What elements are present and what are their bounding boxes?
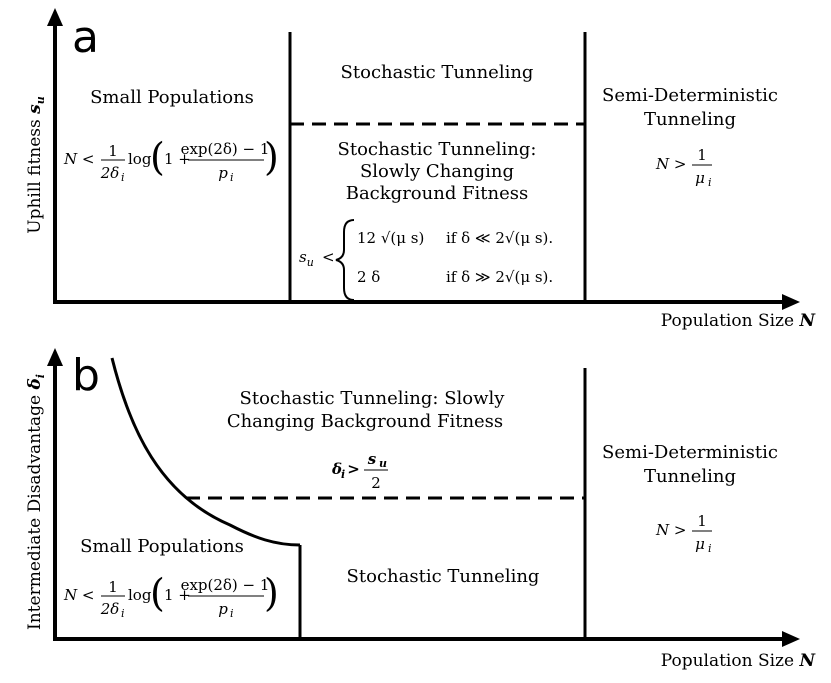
svg-text:exp(2δ) − 1: exp(2δ) − 1 [181, 140, 270, 158]
svg-text:(: ( [150, 135, 165, 179]
svg-text:2δ: 2δ [100, 164, 120, 182]
svg-text:i: i [230, 171, 234, 184]
panel-a-letter: a [72, 12, 99, 63]
panel-a: a Population Size N Uphill fitness su Sm… [25, 8, 816, 331]
svg-text:μ: μ [695, 169, 705, 187]
panel-b-y-label: Intermediate Disadvantage δi [25, 374, 47, 630]
panel-b: b Population Size N Intermediate Disadva… [25, 348, 816, 671]
case2-value: 2 δ [357, 268, 380, 286]
svg-text:s: s [368, 450, 377, 468]
svg-text:1: 1 [697, 512, 707, 530]
panel-a-slow-line1: Stochastic Tunneling: [338, 139, 537, 160]
svg-text:p: p [218, 164, 228, 182]
svg-text:2δ: 2δ [100, 600, 120, 618]
case1-value: 12 √(μ s) [357, 229, 424, 247]
panel-b-letter: b [72, 350, 100, 401]
svg-text:2: 2 [371, 474, 381, 492]
panel-a-x-arrow-icon [782, 294, 800, 310]
panel-a-cases-formula: su < 12 √(μ s) if δ ≪ 2√(μ s). 2 δ if δ … [299, 219, 553, 301]
panel-a-semi-formula: N > 1 μ i [655, 146, 712, 189]
panel-b-slow-line2: Changing Background Fitness [227, 411, 503, 432]
panel-b-x-label: Population Size N [661, 651, 817, 671]
panel-a-slow-line2: Slowly Changing [360, 161, 514, 182]
panel-a-x-label: Population Size N [661, 311, 817, 331]
panel-b-semi-formula: N > 1 μ i [655, 512, 712, 555]
svg-text:): ) [264, 571, 279, 615]
panel-a-brace-icon [335, 219, 355, 301]
panel-a-y-label: Uphill fitness su [25, 96, 47, 234]
svg-text:μ: μ [695, 535, 705, 553]
case1-condition: if δ ≪ 2√(μ s). [446, 229, 553, 247]
panel-b-slow-line1: Stochastic Tunneling: Slowly [240, 388, 506, 409]
svg-text:(: ( [150, 571, 165, 615]
panel-b-stochastic-tunneling-label: Stochastic Tunneling [347, 566, 540, 587]
svg-text:N <: N < [63, 150, 94, 168]
svg-text:δ >: δ > [331, 460, 360, 478]
svg-text:N <: N < [63, 586, 94, 604]
svg-text:N >: N > [655, 155, 686, 173]
svg-text:log: log [128, 586, 152, 604]
panel-b-small-formula: N < 1 2δ i log ( 1 + exp(2δ) − 1 p i ) [63, 571, 279, 620]
svg-text:i: i [121, 171, 125, 184]
svg-text:u: u [379, 457, 387, 470]
panel-b-delta-formula: δ > i s u 2 [331, 450, 388, 492]
panel-a-slow-line3: Background Fitness [346, 183, 529, 204]
svg-text:i: i [708, 176, 712, 189]
svg-text:exp(2δ) − 1: exp(2δ) − 1 [181, 576, 270, 594]
panel-a-semi-line2: Tunneling [644, 109, 736, 130]
svg-text:1: 1 [697, 146, 707, 164]
panel-a-small-formula: N < 1 2δ i log ( 1 + exp(2δ) − 1 p i ) [63, 135, 279, 184]
case2-condition: if δ ≫ 2√(μ s). [446, 268, 553, 286]
svg-text:1: 1 [108, 142, 118, 160]
svg-text:log: log [128, 150, 152, 168]
panel-a-y-arrow-icon [47, 8, 63, 26]
svg-text:1 +: 1 + [164, 150, 191, 168]
panel-a-stochastic-tunneling-label: Stochastic Tunneling [341, 62, 534, 83]
svg-text:1: 1 [108, 578, 118, 596]
panel-b-curve-boundary [110, 357, 301, 547]
svg-text:p: p [218, 600, 228, 618]
svg-text:i: i [230, 607, 234, 620]
panel-b-y-arrow-icon [47, 348, 63, 366]
svg-text:i: i [341, 468, 345, 481]
panel-a-small-populations-label: Small Populations [90, 87, 254, 108]
svg-text:1 +: 1 + [164, 586, 191, 604]
panel-b-semi-line1: Semi-Deterministic [602, 442, 778, 463]
panel-a-semi-line1: Semi-Deterministic [602, 85, 778, 106]
svg-text:i: i [121, 607, 125, 620]
svg-text:su: su [299, 248, 314, 269]
svg-text:): ) [264, 135, 279, 179]
svg-text:<: < [322, 248, 335, 266]
panel-b-x-arrow-icon [782, 631, 800, 647]
panel-b-small-populations-label: Small Populations [80, 536, 244, 557]
svg-text:i: i [708, 542, 712, 555]
svg-text:N >: N > [655, 521, 686, 539]
panel-b-semi-line2: Tunneling [644, 466, 736, 487]
